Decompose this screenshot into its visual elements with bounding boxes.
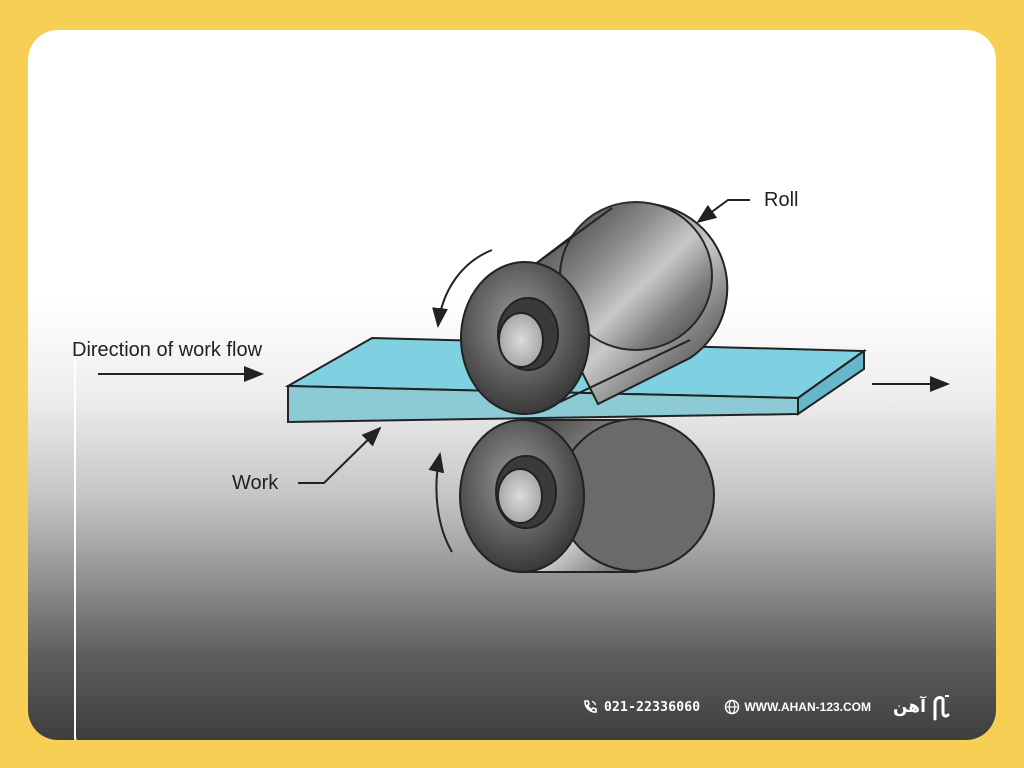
work-label: Work [232,472,279,494]
roll-label: Roll [764,189,798,211]
bottom-roll-rotation-arrow [428,452,453,553]
phone-icon [582,699,598,715]
roll-leader-line [696,199,750,224]
website-url: WWW.AHAN-123.COM [744,700,871,714]
top-roll-rotation-arrow [432,249,493,328]
bottom-roll [459,418,715,573]
direction-label: Direction of work flow [72,339,263,361]
brand-text: آهن [893,697,926,717]
brand-logo: آهن [893,693,952,721]
phone-contact: 021-22336060 [582,699,700,715]
website-contact: WWW.AHAN-123.COM [724,699,871,715]
phone-number: 021-22336060 [604,699,701,715]
work-leader-line [298,426,382,484]
brand-logo-icon [930,693,952,721]
globe-icon [724,699,740,715]
top-roll [460,201,729,415]
footer-bar: 021-22336060 WWW.AHAN-123.COM آهن [582,693,982,721]
